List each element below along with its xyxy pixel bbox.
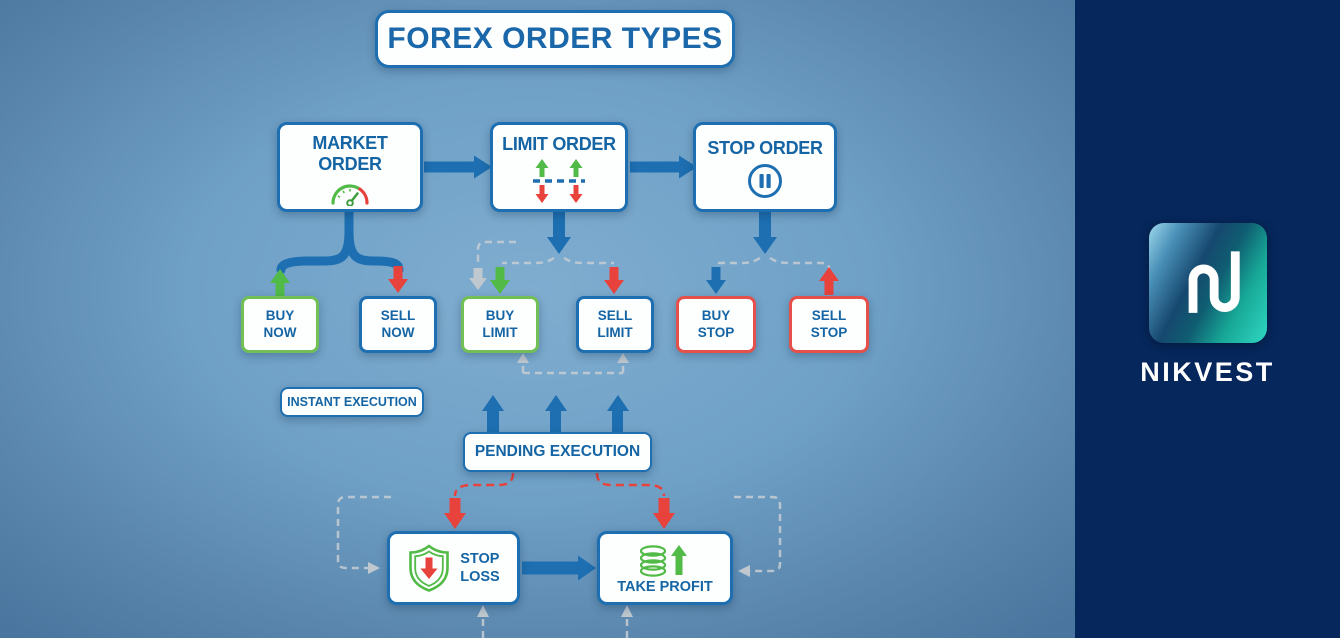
stop-loss-label: STOP LOSS	[460, 550, 499, 586]
sell-now-down-arrow	[388, 266, 408, 293]
gauge-icon	[331, 183, 369, 206]
market-branch-connector	[276, 207, 404, 275]
pause-icon	[748, 164, 782, 198]
buy-stop-node: BUY STOP	[676, 296, 756, 353]
limit-range-arrows-icon	[533, 159, 585, 203]
stop-down-arrow	[753, 212, 777, 254]
sell-now-line2: NOW	[381, 324, 415, 340]
sell-limit-line1: SELL	[597, 308, 633, 324]
buy-now-node: BUY NOW	[241, 296, 319, 353]
buy-stop-line1: BUY	[701, 308, 731, 324]
stop-loss-node: STOP LOSS	[387, 531, 520, 605]
sell-now-node: SELL NOW	[359, 296, 437, 353]
take-profit-label: TAKE PROFIT	[617, 579, 713, 595]
instant-execution-label: INSTANT EXECUTION	[280, 387, 424, 417]
limit-down-arrow	[547, 212, 571, 254]
sell-stop-up-arrow	[819, 267, 839, 295]
take-profit-red-arrow	[653, 498, 675, 529]
buy-limit-line1: BUY	[485, 308, 515, 324]
coins-up-arrow-icon	[639, 545, 687, 577]
buy-now-line1: BUY	[265, 308, 295, 324]
pending-execution-node: PENDING EXECUTION	[463, 432, 652, 472]
sell-now-line1: SELL	[380, 308, 416, 324]
buy-stop-line2: STOP	[697, 324, 735, 340]
page-title: FOREX ORDER TYPES	[375, 10, 735, 68]
nikvest-wave-icon	[1188, 250, 1240, 313]
market-order-node: MARKET ORDER	[277, 122, 423, 212]
sell-limit-line2: LIMIT	[597, 324, 633, 340]
buy-limit-down-arrow	[490, 267, 510, 294]
buy-now-up-arrow	[270, 269, 290, 296]
arrow-market-to-limit	[424, 155, 492, 179]
buy-limit-line2: LIMIT	[482, 324, 518, 340]
stop-order-node: STOP ORDER	[693, 122, 837, 212]
market-order-label: MARKET ORDER	[312, 132, 388, 174]
sell-limit-node: SELL LIMIT	[576, 296, 654, 353]
limit-order-label: LIMIT ORDER	[502, 134, 616, 154]
arrow-stoploss-to-takeprofit	[522, 555, 596, 581]
flowchart-area: FOREX ORDER TYPES MARKET ORDER LIMIT ORD…	[0, 0, 1075, 638]
sell-stop-line1: SELL	[811, 308, 847, 324]
sell-stop-line2: STOP	[810, 324, 848, 340]
stop-loss-red-arrow	[444, 498, 466, 529]
sell-limit-down-arrow	[604, 267, 624, 294]
pending-execution-text: PENDING EXECUTION	[474, 443, 641, 460]
brand-name: NIKVEST	[1140, 356, 1275, 387]
connector-layer	[270, 155, 839, 638]
shield-down-arrow-icon	[409, 544, 450, 592]
pending-risk-dashed-connectors	[453, 472, 666, 497]
instant-execution-text: INSTANT EXECUTION	[287, 395, 417, 409]
buy-now-line2: NOW	[263, 324, 297, 340]
brand-logo	[1148, 222, 1267, 343]
dashed-branch-connectors	[336, 240, 831, 638]
take-profit-node: TAKE PROFIT	[597, 531, 733, 605]
pending-up-arrows	[482, 395, 629, 433]
stop-loss-line1: STOP	[460, 550, 500, 567]
limit-order-node: LIMIT ORDER	[490, 122, 628, 212]
stop-order-label: STOP ORDER	[707, 138, 823, 158]
brand-panel: NIKVEST	[1075, 0, 1340, 638]
page-title-text: FOREX ORDER TYPES	[387, 22, 723, 55]
sell-stop-node: SELL STOP	[789, 296, 869, 353]
buy-stop-down-arrow	[706, 267, 726, 294]
buy-limit-node: BUY LIMIT	[461, 296, 539, 353]
dashed-branch-arrowheads	[368, 268, 750, 617]
arrow-limit-to-stop	[630, 155, 697, 179]
stop-loss-line2: LOSS	[460, 569, 500, 585]
